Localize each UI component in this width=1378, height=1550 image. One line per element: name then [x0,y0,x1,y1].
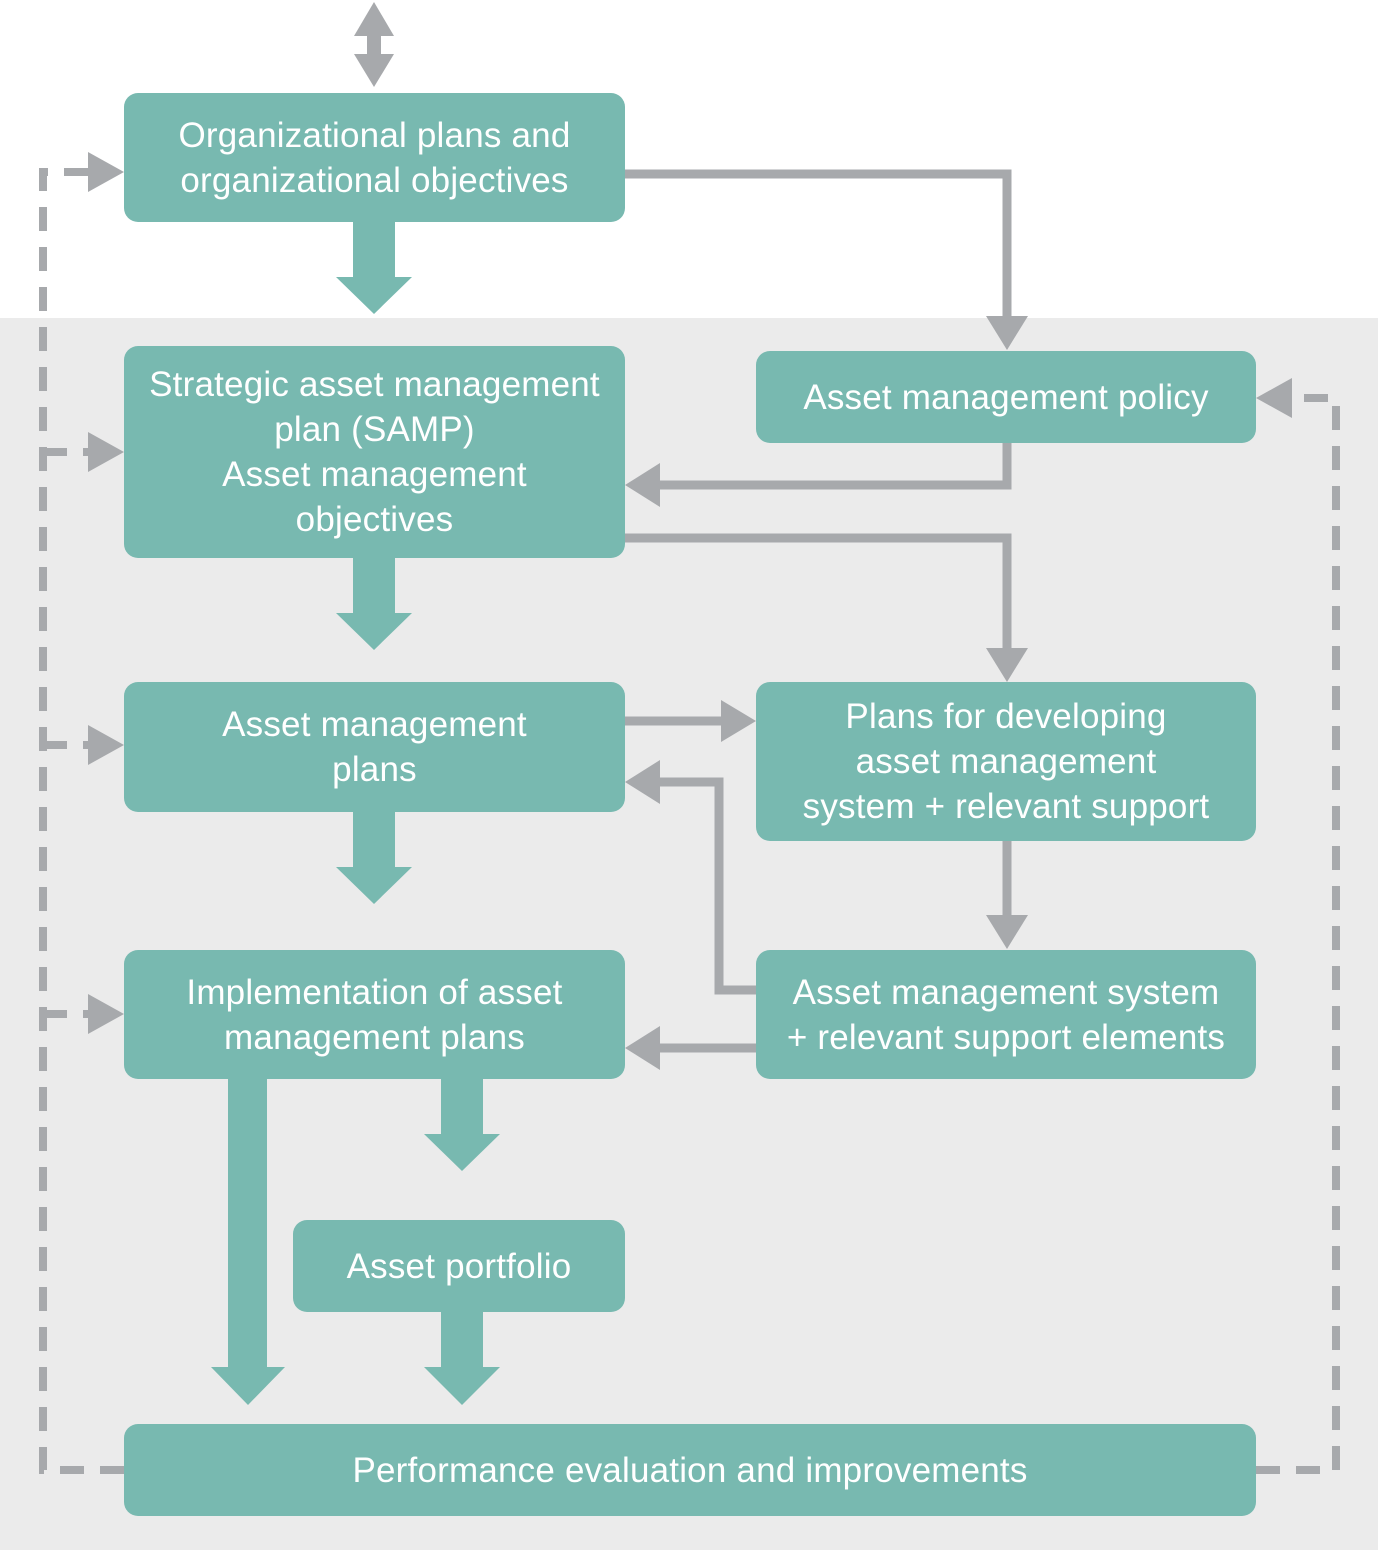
box-asset-management-system: Asset management system + relevant suppo… [756,950,1256,1079]
box-plans-for-developing-system: Plans for developing asset management sy… [756,682,1256,841]
box-line: plans [332,750,417,789]
box-asset-portfolio: Asset portfolio [293,1220,625,1312]
flow-arrow-implementation-to-portfolio [424,1079,500,1171]
box-implementation: Implementation of asset management plans [124,950,625,1079]
box-line: Asset management [222,455,527,494]
arrowhead [88,994,124,1034]
connector-samp-to-plans-dev [625,533,1012,653]
connector-system-to-am-plans [656,777,756,995]
box-line: Asset portfolio [346,1246,572,1286]
flow-arrow-samp-to-am-plans [336,558,412,650]
box-line: objectives [295,500,454,539]
box-asset-management-policy: Asset management policy [756,351,1256,443]
arrowhead [986,915,1028,949]
feedback-loop-right [1256,394,1340,1474]
flow-arrow-am-plans-to-implementation [336,812,412,904]
box-line: Strategic asset management [149,365,600,404]
box-line: Performance evaluation and improvements [352,1450,1028,1490]
box-line: Implementation of asset [186,972,563,1012]
box-strategic-asset-management-plan: Strategic asset management plan (SAMP) A… [124,346,625,558]
flow-arrow-implementation-to-performance [211,1079,285,1405]
box-line: organizational objectives [180,160,569,200]
arrowhead [986,648,1028,682]
arrowhead [88,152,124,192]
arrowhead [88,432,124,472]
box-line: Asset management system [792,972,1220,1012]
feedback-loop-left [39,168,124,1474]
box-line: Asset management [222,705,527,744]
box-line: management plans [224,1017,525,1057]
box-organizational-plans: Organizational plans and organizational … [124,93,625,222]
top-double-arrow [354,2,394,87]
box-line: plan (SAMP) [274,410,475,449]
arrowhead [88,725,124,765]
box-line: + relevant support elements [786,1017,1226,1057]
arrowhead [1256,378,1292,418]
arrowhead [625,1026,660,1070]
box-line: Plans for developing [845,697,1167,736]
flow-arrow-org-to-samp [336,222,412,314]
box-line: system + relevant support [802,787,1210,826]
arrowhead [721,700,756,742]
connector-org-to-policy [625,169,1012,322]
connector-policy-to-samp [656,443,1012,490]
arrowhead [625,463,660,507]
box-line: Organizational plans and [178,115,571,155]
flow-arrow-portfolio-to-performance [424,1312,500,1405]
arrowhead [625,760,660,804]
box-asset-management-plans: Asset management plans [124,682,625,812]
arrowhead [986,316,1028,350]
box-performance-evaluation: Performance evaluation and improvements [124,1424,1256,1516]
box-line: Asset management policy [803,377,1209,417]
box-line: asset management [855,742,1157,781]
